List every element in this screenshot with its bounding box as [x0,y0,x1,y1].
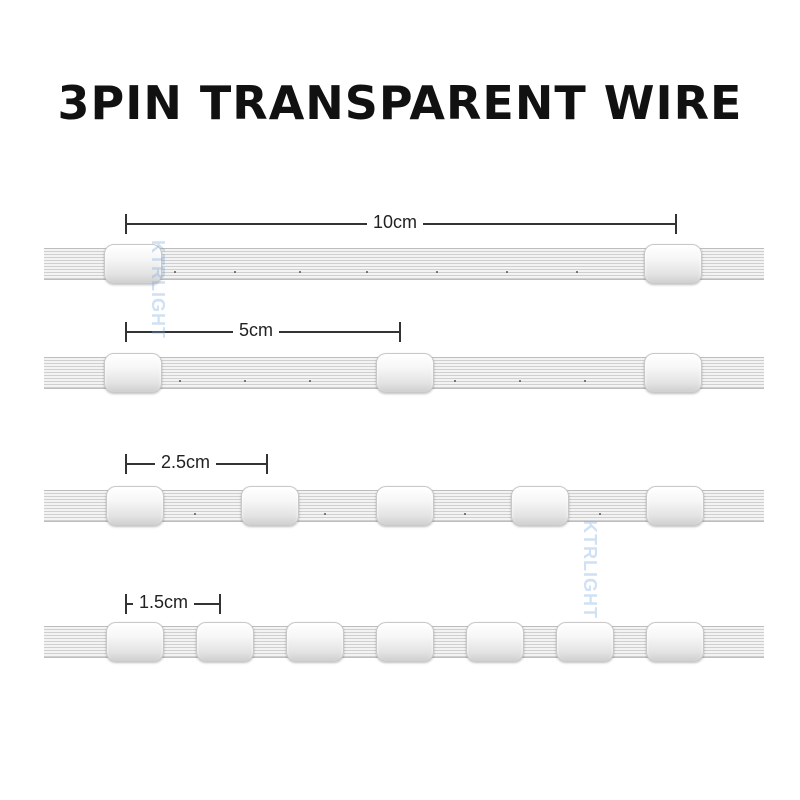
dot [576,271,578,273]
bead [646,486,704,526]
dimension-tick-right [219,594,221,614]
dot [179,380,181,382]
dimension-10cm: 10cm [125,212,677,234]
dot [519,380,521,382]
dimension-1-5cm: 1.5cm [125,592,221,614]
bead [376,622,434,662]
bead [466,622,524,662]
dot [436,271,438,273]
dot [194,513,196,515]
bead [241,486,299,526]
dot [234,271,236,273]
wire-strip-10cm [44,244,764,284]
bead [286,622,344,662]
wire-strip-2-5cm [44,486,764,526]
bead [511,486,569,526]
bead [104,353,162,393]
bead [376,353,434,393]
dimension-5cm: 5cm [125,320,401,342]
dot [599,513,601,515]
page-title: 3PIN TRANSPARENT WIRE [57,76,743,130]
dot [309,380,311,382]
bead [556,622,614,662]
dimension-tick-right [266,454,268,474]
dimension-label: 2.5cm [155,452,217,473]
dot [366,271,368,273]
dot [299,271,301,273]
dimension-2-5cm: 2.5cm [125,452,268,474]
bead [644,353,702,393]
dot [324,513,326,515]
bead [376,486,434,526]
dimension-label: 5cm [233,320,280,341]
bead [106,486,164,526]
bead [644,244,702,284]
wire-strip-5cm [44,353,764,393]
dot [244,380,246,382]
bead [106,622,164,662]
bead [196,622,254,662]
dimension-label: 1.5cm [133,592,195,613]
bead [104,244,162,284]
watermark-text: KTRLIGHT [580,520,600,619]
dimension-label: 10cm [367,212,424,233]
dot [506,271,508,273]
dot [454,380,456,382]
dot [464,513,466,515]
dimension-tick-right [675,214,677,234]
dot [174,271,176,273]
dimension-tick-right [399,322,401,342]
bead [646,622,704,662]
watermark-text: KTRLIGHT [148,240,168,339]
dot [584,380,586,382]
wire-strip-1-5cm [44,622,764,662]
